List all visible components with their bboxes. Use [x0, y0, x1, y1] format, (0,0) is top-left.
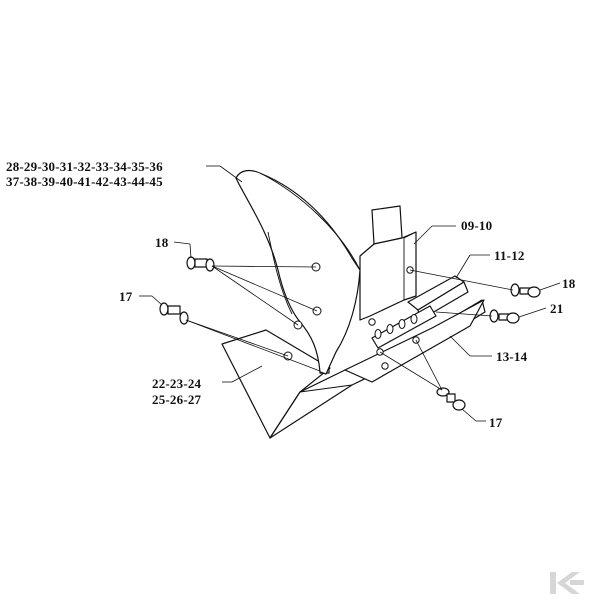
- bolt-18-left: [186, 256, 215, 272]
- slot-hole: [410, 314, 418, 324]
- label-landside-lower: 13-14: [496, 349, 528, 364]
- share-part: [221, 329, 331, 439]
- frog-hole: [368, 318, 376, 326]
- slot-hole: [398, 319, 406, 329]
- brand-logo: [550, 572, 584, 594]
- bolt-17-left: [159, 302, 189, 325]
- label-moldboard-bottom: 37-38-39-40-41-42-43-44-45: [6, 174, 163, 189]
- label-bolt-bottom: 17: [489, 415, 503, 430]
- leader-lines: [139, 165, 561, 422]
- bolt-21-right: [489, 309, 520, 324]
- label-bolt-right-mid: 21: [550, 301, 563, 316]
- slot-hole: [374, 329, 382, 339]
- label-bolt-right-upper: 18: [562, 276, 576, 291]
- label-landside-upper: 11-12: [494, 248, 525, 263]
- slot-hole: [386, 324, 394, 334]
- label-bolt-left-upper: 18: [155, 235, 169, 250]
- bolt-17-bottom: [436, 387, 466, 411]
- frog-part: [359, 205, 417, 326]
- label-share-bottom: 25-26-27: [152, 392, 202, 407]
- landside-upper-part: [371, 275, 469, 349]
- label-moldboard-top: 28-29-30-31-32-33-34-35-36: [6, 159, 163, 174]
- label-bolt-left-lower: 17: [119, 289, 133, 304]
- landside-hole: [381, 362, 389, 370]
- bolt-18-right: [510, 283, 541, 298]
- label-frog: 09-10: [461, 218, 492, 233]
- label-share-top: 22-23-24: [152, 376, 202, 391]
